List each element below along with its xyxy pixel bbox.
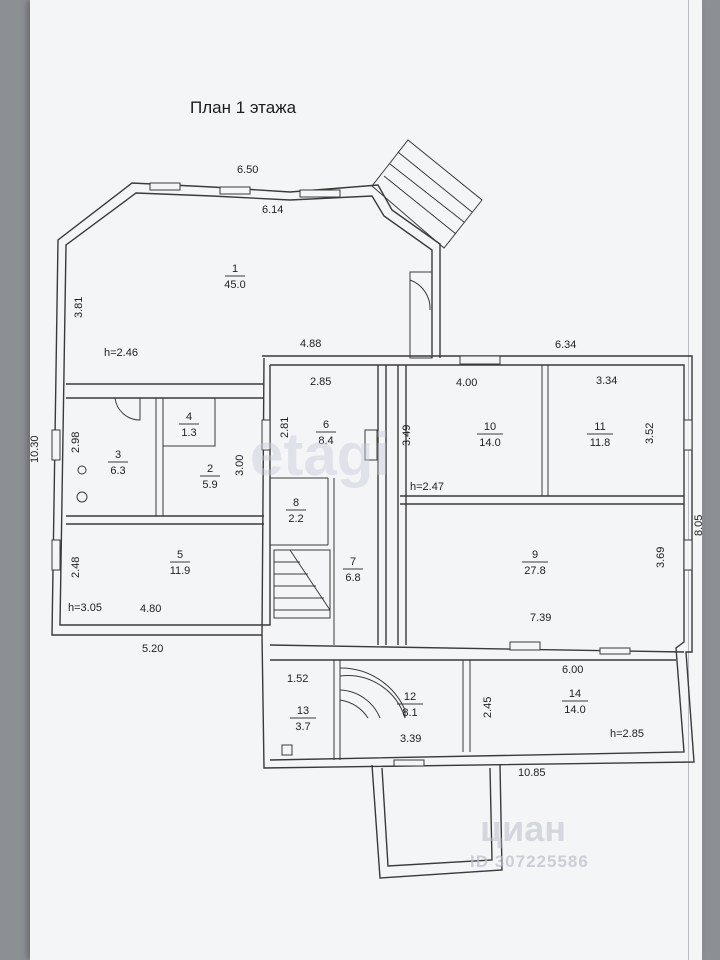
room-14-num: 14 bbox=[569, 688, 581, 700]
dim-room6-h: 2.81 bbox=[279, 417, 291, 438]
dim-room11-h: 3.52 bbox=[644, 423, 656, 444]
room-1-num: 1 bbox=[232, 263, 238, 275]
dim-room10-w: 4.00 bbox=[456, 377, 477, 389]
dim-room11-w: 3.34 bbox=[596, 375, 617, 387]
dim-left-total: 10.30 bbox=[29, 435, 41, 463]
room-4-area: 1.3 bbox=[181, 427, 196, 439]
dim-room2-h: 3.00 bbox=[234, 455, 246, 476]
room-8-area: 2.2 bbox=[288, 513, 303, 525]
room-10-area: 14.0 bbox=[479, 437, 500, 449]
room-9-area: 27.8 bbox=[524, 565, 545, 577]
room-labels: 1 45.0 2 5.9 3 6.3 4 1.3 5 11.9 6 8.4 7 … bbox=[108, 263, 613, 733]
room-13-area: 3.7 bbox=[295, 721, 310, 733]
room-11-area: 11.8 bbox=[590, 437, 611, 449]
dim-top-inner: 6.14 bbox=[262, 204, 283, 216]
height-room9: h=2.47 bbox=[410, 481, 444, 493]
plan-title: План 1 этажа bbox=[190, 98, 297, 117]
room-12-num: 12 bbox=[404, 691, 416, 703]
room-3-area: 6.3 bbox=[110, 465, 125, 477]
height-room1: h=2.46 bbox=[104, 347, 138, 359]
dim-room1-height: 3.81 bbox=[73, 297, 85, 318]
dim-room14-w: 6.00 bbox=[562, 664, 583, 676]
dim-top-outer: 6.50 bbox=[237, 164, 258, 176]
dim-room13-w: 1.52 bbox=[287, 673, 308, 685]
dim-room5-h: 2.48 bbox=[70, 557, 82, 578]
room-8-num: 8 bbox=[293, 497, 299, 509]
paper-sheet bbox=[30, 0, 702, 960]
cian-watermark: циан bbox=[480, 808, 567, 849]
room-1-area: 45.0 bbox=[224, 279, 245, 291]
room-6-area: 8.4 bbox=[318, 435, 333, 447]
dim-bottom-left: 5.20 bbox=[142, 643, 163, 655]
frame-line bbox=[688, 0, 689, 960]
height-room14: h=2.85 bbox=[610, 728, 644, 740]
room-10-num: 10 bbox=[484, 421, 496, 433]
room-5-num: 5 bbox=[177, 549, 183, 561]
room-9-num: 9 bbox=[532, 549, 538, 561]
height-room5: h=3.05 bbox=[68, 602, 102, 614]
dim-right-top: 6.34 bbox=[555, 339, 576, 351]
dim-room3-h: 2.98 bbox=[70, 432, 82, 453]
listing-id-watermark: ID 307225586 bbox=[470, 852, 589, 871]
room-7-num: 7 bbox=[350, 556, 356, 568]
dim-room14-h: 2.45 bbox=[482, 697, 494, 718]
room-14-area: 14.0 bbox=[564, 704, 585, 716]
dim-room10-h: 3.49 bbox=[401, 425, 413, 446]
dimension-labels: 6.50 6.14 10.30 3.81 4.88 6.34 2.85 4.00… bbox=[29, 164, 705, 779]
room-13-num: 13 bbox=[297, 705, 309, 717]
room-3-num: 3 bbox=[115, 449, 121, 461]
dim-room9-h: 3.69 bbox=[655, 547, 667, 568]
dim-room9-w: 7.39 bbox=[530, 612, 551, 624]
etagi-watermark: etagi bbox=[250, 421, 391, 488]
room-11-num: 11 bbox=[594, 421, 605, 433]
room-2-num: 2 bbox=[207, 463, 213, 475]
dim-bottom-right: 10.85 bbox=[518, 767, 546, 779]
windows bbox=[51, 182, 693, 767]
room-4-num: 4 bbox=[186, 411, 192, 423]
dim-room12-w: 3.39 bbox=[400, 733, 421, 745]
dim-room1-width: 4.88 bbox=[300, 338, 321, 350]
room-2-area: 5.9 bbox=[202, 479, 217, 491]
height-labels: h=2.46 h=2.47 h=3.05 h=2.85 bbox=[68, 347, 644, 740]
room-12-area: 8.1 bbox=[402, 707, 417, 719]
room-7-area: 6.8 bbox=[345, 572, 360, 584]
dim-room5-w: 4.80 bbox=[140, 603, 161, 615]
room-6-num: 6 bbox=[323, 419, 329, 431]
walls bbox=[51, 139, 695, 879]
room-5-area: 11.9 bbox=[170, 565, 191, 577]
dim-right-total: 8.05 bbox=[693, 515, 705, 536]
dim-room6-w: 2.85 bbox=[310, 376, 331, 388]
